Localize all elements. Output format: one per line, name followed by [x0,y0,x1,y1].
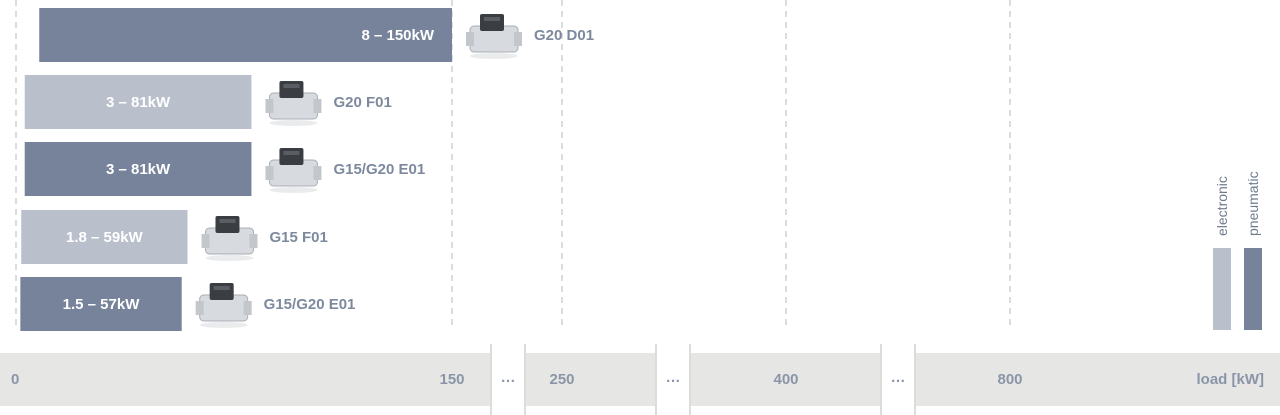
tick-label-800: 800 [997,371,1022,388]
gas-valve-image [201,216,258,261]
x-axis: … … … 0 150 250 400 800 load [kW] [0,344,1280,415]
valve-coil [279,81,304,98]
valve-coil [480,14,504,31]
bar-row: 3 – 81kW G20 F01 [24,75,392,129]
gas-valve-image [466,14,522,59]
valve-shadow [269,120,318,126]
gas-valve-image [265,81,322,126]
valve-shadow [470,53,518,59]
axis-break-gap [881,353,915,415]
legend-swatch-electronic [1213,248,1231,330]
bar-row: 3 – 81kW G15/G20 E01 [24,142,425,196]
legend-swatch-pneumatic [1244,248,1262,330]
bar-row: 1.8 – 59kW G15 F01 [21,210,328,264]
model-label: G20 F01 [333,94,391,111]
bar-range-label: 3 – 81kW [106,94,171,111]
model-label: G20 D01 [534,27,594,44]
bar-row: 8 – 150kW G20 D01 [39,8,594,62]
axis-break-marker: … [891,369,906,386]
valve-outlet [313,166,322,180]
valve-shadow [269,187,318,193]
valve-coil-top [484,17,500,21]
legend-label-electronic: electronic [1214,176,1230,236]
valve-coil-top [283,84,300,88]
bar-pneumatic [20,277,182,331]
valve-inlet [265,99,274,113]
gas-valve-image [265,148,322,193]
bar-range-label: 1.8 – 59kW [66,229,144,246]
valve-coil [279,148,304,165]
bar-electronic [24,75,252,129]
tick-label-0: 0 [11,371,19,388]
bar-range-label: 8 – 150kW [361,27,434,44]
axis-strip [0,353,1280,406]
axis-break-marker: … [501,369,516,386]
bar-range-label: 1.5 – 57kW [63,296,141,313]
valve-outlet [313,99,322,113]
valve-inlet [201,234,210,248]
tick-label-400: 400 [773,371,798,388]
bar-row: 1.5 – 57kW G15/G20 E01 [20,277,355,331]
bar-pneumatic [24,142,252,196]
legend-label-pneumatic: pneumatic [1245,171,1261,236]
bar-electronic [21,210,188,264]
valve-shadow [205,255,254,261]
tick-label-150: 150 [439,371,464,388]
valve-outlet [243,301,252,315]
tick-label-250: 250 [549,371,574,388]
valve-coil-top [213,286,230,290]
valve-inlet [466,32,474,46]
valve-outlet [249,234,258,248]
model-label: G15/G20 E01 [333,161,425,178]
axis-break-gap [491,353,525,415]
valve-coil-top [283,151,300,155]
valve-coil [209,283,234,300]
model-label: G15 F01 [269,229,327,246]
bar-range-label: 3 – 81kW [106,161,171,178]
valve-inlet [195,301,204,315]
axis-break-marker: … [666,369,681,386]
axis-break-gap [656,353,690,415]
legend: electronic pneumatic [1213,171,1262,330]
valve-coil-top [219,219,236,223]
valve-inlet [265,166,274,180]
valve-shadow [199,322,248,328]
model-label: G15/G20 E01 [264,296,356,313]
bar-group: 8 – 150kW G20 D01 3 – 81kW G20 F01 3 – 81kW G… [20,8,594,331]
gas-valve-image [195,283,252,328]
x-axis-title: load [kW] [1197,371,1265,388]
valve-outlet [514,32,522,46]
valve-coil [215,216,240,233]
bar-pneumatic [39,8,453,62]
